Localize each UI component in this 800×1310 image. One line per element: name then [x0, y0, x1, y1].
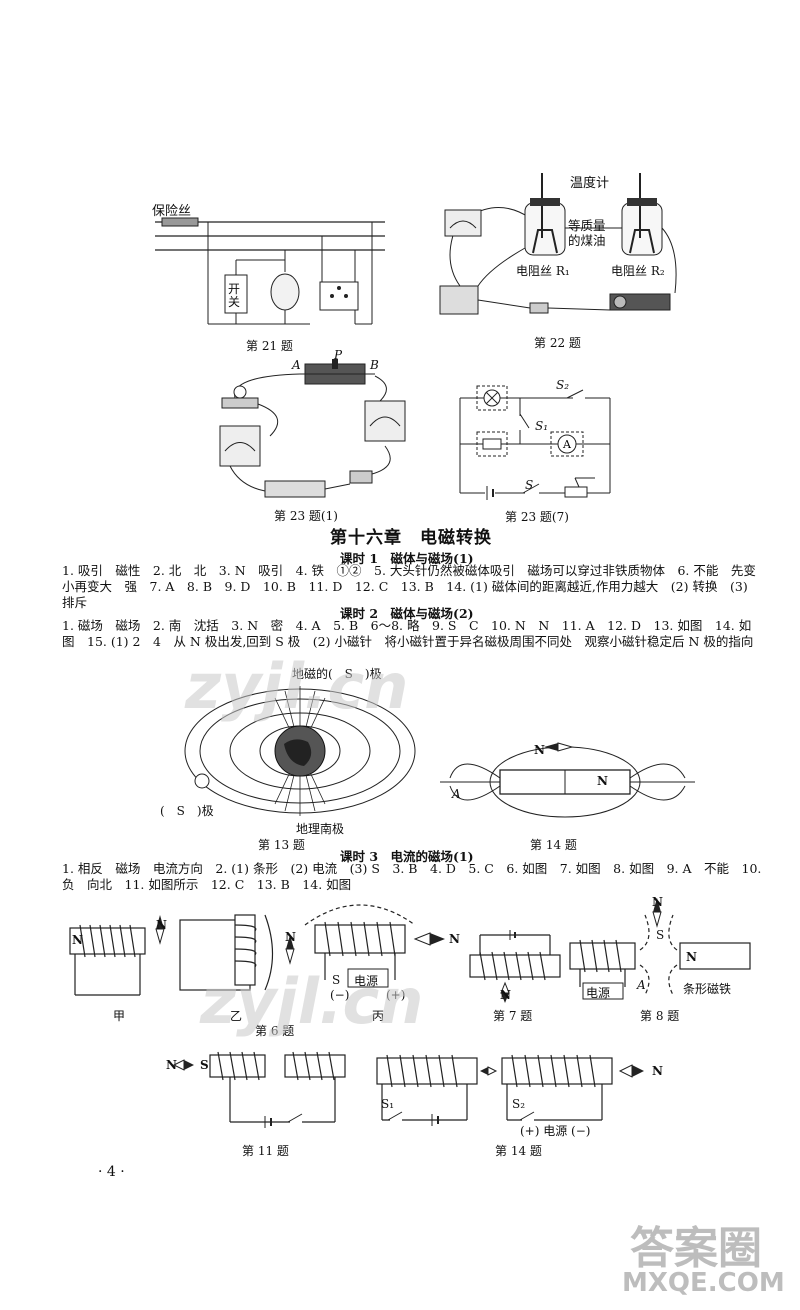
- fig14b-solenoids: [376, 1054, 644, 1126]
- point-p-label: P: [334, 348, 343, 362]
- fig13-earth-field: [184, 686, 416, 816]
- oil-label: 等质量的煤油: [568, 218, 606, 248]
- lesson2-title: 课时 2 磁体与磁场(2): [340, 606, 474, 621]
- fig6-n4: N: [449, 932, 460, 946]
- fig7-solenoid: [469, 930, 561, 1003]
- fig14a-bar-magnet: [440, 742, 695, 818]
- fig8-s: S: [656, 928, 665, 942]
- watermark-mxqe: MXQE.COM: [622, 1268, 785, 1298]
- fig11-caption: 第 11 题: [242, 1144, 289, 1158]
- fig6-yi: 乙: [230, 1009, 243, 1023]
- lesson1-title: 课时 1 磁体与磁场(1): [340, 551, 474, 566]
- fig7-caption: 第 7 题: [493, 1009, 533, 1023]
- fig6-bing: 丙: [372, 1009, 385, 1023]
- s-label: S: [525, 478, 534, 492]
- fig6-n2: N: [156, 918, 167, 932]
- fig23a-caption: 第 23 题(1): [274, 509, 338, 523]
- s2-label: S₂: [556, 378, 570, 392]
- fig6-jia: 甲: [113, 1009, 126, 1023]
- thermometer-label: 温度计: [570, 176, 610, 191]
- fig14b-s2: S₂: [512, 1097, 526, 1111]
- fig6-n1: N: [72, 933, 83, 947]
- lesson2-answers: 1. 磁场 磁场 2. 南 沈括 3. N 密 4. A 5. B 6～8. 略…: [62, 618, 754, 649]
- fig6-solenoids: [69, 904, 445, 996]
- svg-text:A: A: [562, 438, 572, 451]
- r1-label: 电阻丝 R₁: [516, 264, 570, 278]
- fig14a-a-label: A: [452, 787, 461, 801]
- fig8-a: A: [637, 978, 646, 992]
- fig8-caption: 第 8 题: [640, 1009, 680, 1023]
- watermark-answer-logo: 答案圈: [630, 1223, 762, 1274]
- fig23b-circuit: A: [459, 385, 611, 500]
- fig14b-caption: 第 14 题: [495, 1144, 542, 1158]
- fig14a-n-right: N: [597, 774, 608, 788]
- fig11-solenoids: [172, 1051, 346, 1128]
- fig8-power: 电源: [586, 986, 611, 1000]
- fig22-apparatus: [439, 173, 677, 315]
- fig6-caption: 第 6 题: [255, 1024, 295, 1038]
- fig13-left-label: ( S )极: [160, 804, 214, 818]
- fig6-minus: (−): [330, 988, 350, 1002]
- fig14a-n-top: N: [534, 743, 545, 757]
- r2-label: 电阻丝 R₂: [611, 264, 665, 278]
- lesson3-answers: 1. 相反 磁场 电流方向 2. (1) 条形 (2) 电流 (3) S 3. …: [62, 861, 762, 892]
- fig8-n2: N: [686, 950, 697, 964]
- fig21-caption: 第 21 题: [246, 339, 293, 353]
- fig6-plus: (+): [386, 988, 406, 1002]
- fig6-n3: N: [285, 930, 296, 944]
- fig8-solenoid-magnet: [569, 898, 751, 1000]
- fuse-label: 保险丝: [152, 204, 192, 219]
- chapter-title: 第十六章 电磁转换: [330, 528, 492, 548]
- fig8-n: N: [652, 895, 663, 909]
- fig14b-s1: S₁: [381, 1097, 395, 1111]
- point-b-label: B: [370, 358, 379, 372]
- fig22-caption: 第 22 题: [534, 336, 581, 350]
- lesson3-title: 课时 3 电流的磁场(1): [340, 849, 474, 864]
- fig23b-caption: 第 23 题(7): [505, 510, 569, 524]
- fig14b-power: (+) 电源 (−): [520, 1124, 591, 1138]
- fig14a-caption: 第 14 题: [530, 838, 577, 852]
- fig7-n: N: [500, 988, 511, 1002]
- fig13-caption: 第 13 题: [258, 838, 305, 852]
- switch-label: 开关: [228, 282, 241, 309]
- fig21-circuit: [155, 217, 385, 325]
- point-a-label: A: [292, 358, 301, 372]
- fig14b-n: N: [652, 1064, 663, 1078]
- fig8-magnet: 条形磁铁: [683, 982, 732, 996]
- fig23a-circuit: [219, 359, 406, 498]
- s1-label: S₁: [535, 419, 549, 433]
- watermark-zyjl-1: zyjl.cn: [185, 650, 409, 723]
- fig13-bottom-label: 地理南极: [296, 822, 345, 836]
- page-number: · 4 ·: [98, 1164, 125, 1180]
- watermark-zyjl-2: zyjl.cn: [200, 965, 424, 1038]
- fig11-s: S: [200, 1058, 209, 1072]
- fig6-s: S: [332, 973, 341, 987]
- fig6-power: 电源: [354, 974, 379, 988]
- fig11-n: N: [166, 1058, 177, 1072]
- lesson1-answers: 1. 吸引 磁性 2. 北 北 3. N 吸引 4. 铁 ①② 5. 大头针仍然…: [62, 563, 756, 610]
- fig13-top-label: 地磁的( S )极: [292, 667, 382, 681]
